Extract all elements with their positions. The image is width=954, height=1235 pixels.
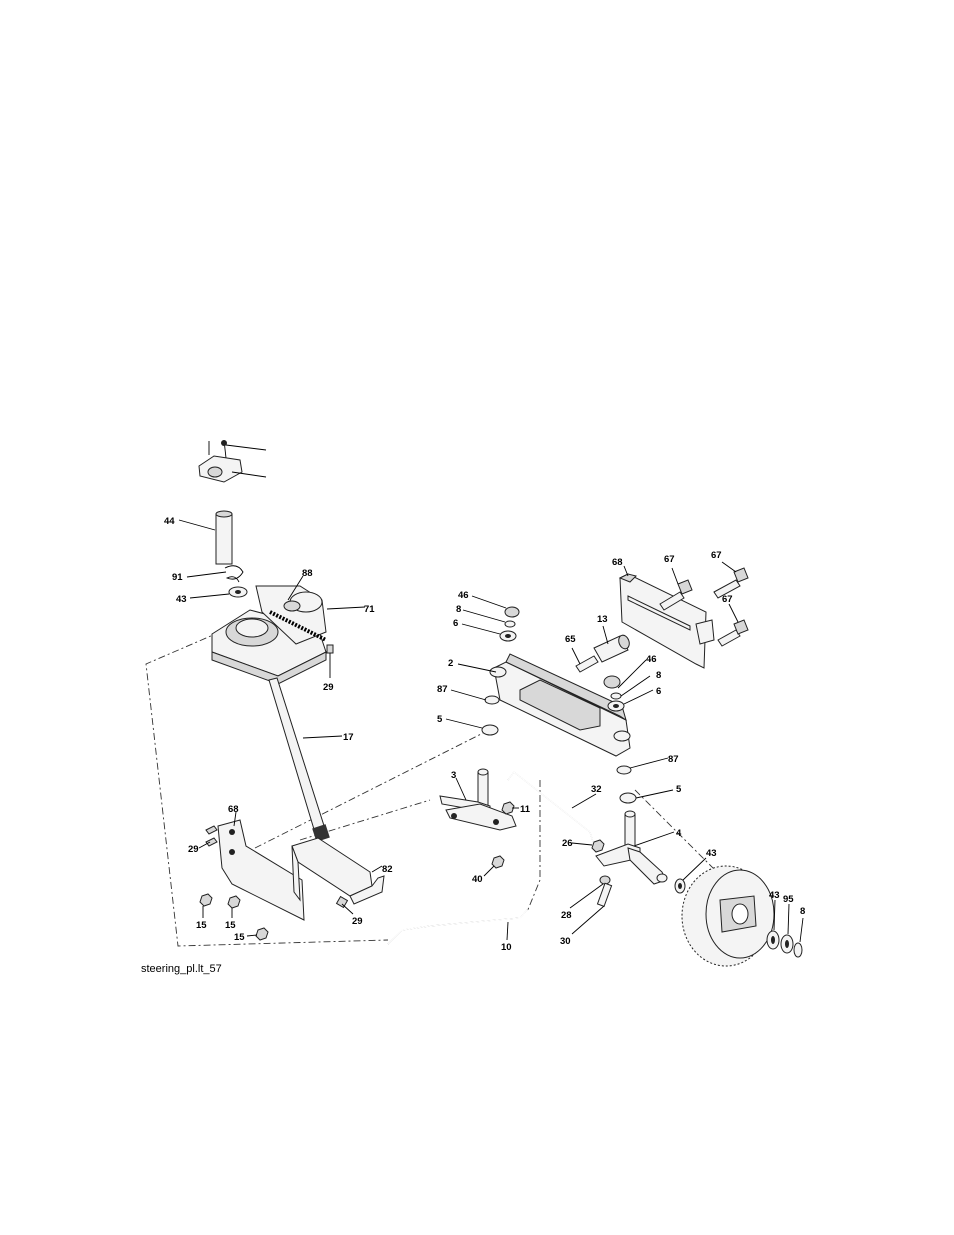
- label-95: 95: [783, 894, 794, 905]
- label-68: 68: [228, 804, 239, 815]
- part-65-pin: [572, 648, 598, 672]
- label-8: 8: [800, 906, 805, 917]
- part-29-bolts-left: [199, 826, 217, 848]
- label-87: 87: [668, 754, 679, 765]
- part-87-washer-left: [451, 690, 499, 704]
- part-13-bushing: [594, 626, 631, 662]
- part-8-retaining-ring: [794, 918, 803, 957]
- part-11-nut: [502, 802, 519, 814]
- label-5: 5: [676, 784, 682, 795]
- label-15: 15: [225, 920, 236, 931]
- label-40: 40: [472, 874, 483, 885]
- label-46: 46: [646, 654, 657, 665]
- label-13: 13: [597, 614, 608, 625]
- label-71: 71: [364, 604, 375, 615]
- part-29-bolt: [327, 645, 333, 678]
- label-30: 30: [560, 936, 571, 947]
- label-15: 15: [234, 932, 245, 943]
- part-5-bushing-left: [446, 719, 498, 735]
- label-87: 87: [437, 684, 448, 695]
- label-29: 29: [188, 844, 199, 855]
- label-3: 3: [451, 770, 456, 781]
- front-wheel: [682, 866, 774, 966]
- part-46-cap-left: [472, 596, 519, 617]
- label-91: 91: [172, 572, 183, 583]
- label-2: 2: [448, 658, 453, 669]
- part-46-cap-right: [604, 660, 646, 688]
- part-40-nut: [484, 856, 504, 876]
- label-29: 29: [352, 916, 363, 927]
- label-5: 5: [437, 714, 443, 725]
- label-82: 82: [382, 864, 393, 875]
- label-15: 15: [196, 920, 207, 931]
- part-95-washer: [781, 904, 793, 953]
- label-67: 67: [722, 594, 733, 605]
- label-10: 10: [501, 942, 512, 953]
- label-6: 6: [453, 618, 458, 629]
- diagram-caption: steering_pl.lt_57: [141, 963, 222, 975]
- label-65: 65: [565, 634, 576, 645]
- label-32: 32: [591, 784, 602, 795]
- label-43: 43: [706, 848, 717, 859]
- label-88: 88: [302, 568, 313, 579]
- part-29-bolt-right: [337, 897, 353, 914]
- part-43-washer: [190, 587, 247, 598]
- label-4: 4: [676, 828, 682, 839]
- part-10-drag-link: [388, 910, 527, 944]
- part-91-clip: [187, 566, 243, 582]
- label-8: 8: [456, 604, 461, 615]
- label-68: 68: [612, 557, 623, 568]
- assembly-guide-line: [527, 780, 540, 912]
- label-28: 28: [561, 910, 572, 921]
- part-82-bracket: [292, 838, 384, 904]
- label-26: 26: [562, 838, 573, 849]
- label-43: 43: [176, 594, 187, 605]
- label-11: 11: [520, 804, 531, 815]
- part-4-spindle: [596, 811, 674, 884]
- label-44: 44: [164, 516, 175, 527]
- label-29: 29: [323, 682, 334, 693]
- flange-bushing-assembly: [199, 440, 266, 482]
- part-17-steering-shaft: [269, 678, 342, 842]
- part-2-front-axle: [458, 654, 630, 756]
- label-6: 6: [656, 686, 661, 697]
- label-8: 8: [656, 670, 661, 681]
- label-46: 46: [458, 590, 469, 601]
- label-67: 67: [711, 550, 722, 561]
- part-68-front-bracket: [620, 566, 714, 668]
- label-17: 17: [343, 732, 354, 743]
- part-87-washer-right: [617, 758, 668, 774]
- label-67: 67: [664, 554, 675, 565]
- part-26-nut: [572, 840, 604, 852]
- label-43: 43: [769, 890, 780, 901]
- part-30-bolt: [572, 883, 612, 934]
- part-44-sleeve: [179, 511, 232, 564]
